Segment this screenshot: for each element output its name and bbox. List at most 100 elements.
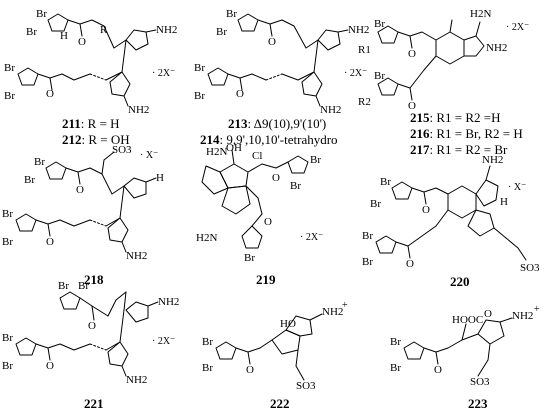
atom-label: Br <box>310 154 321 166</box>
compound-number: 215 <box>410 110 430 125</box>
imidazole-ring <box>467 209 495 237</box>
atom-label: O <box>408 48 416 60</box>
atom-label: H <box>60 30 68 42</box>
atom-label: Br <box>34 156 45 168</box>
charge-223: + <box>534 304 540 315</box>
atom-label: Br <box>390 336 401 348</box>
atom-label: H2N <box>470 8 492 20</box>
caption-text: : R = OH <box>81 132 130 147</box>
atom-label: Br <box>202 362 213 374</box>
atom-label: O <box>272 172 280 184</box>
atom-label: Br <box>370 198 381 210</box>
compound-number: 211 <box>62 116 81 131</box>
atom-label: NH2 <box>126 374 148 386</box>
atom-label: Br <box>2 360 13 372</box>
imidazole-ring <box>475 179 499 207</box>
caption-218: 218 <box>84 272 104 287</box>
caption-text: : 9,9',10,10'-tetrahydro <box>219 132 338 147</box>
compound-number: 220 <box>450 274 470 289</box>
atom-label: NH2 <box>156 24 178 36</box>
imidazole-ring <box>125 29 149 51</box>
atom-label: NH2 <box>512 310 534 322</box>
pyrrole-ring <box>241 225 263 249</box>
atom-label: SO3 <box>520 262 540 274</box>
atom-label: O <box>264 216 272 228</box>
structure-218 <box>15 151 157 253</box>
atom-label: O <box>46 360 54 372</box>
caption-222: 222 <box>270 396 290 411</box>
atom-label: Br <box>202 336 213 348</box>
atom-label: R <box>100 24 108 36</box>
imidazole-ring <box>317 29 341 51</box>
caption-text: : R1 = Br, R2 = H <box>429 126 523 141</box>
counterion-213: · 2X⁻ <box>344 68 368 79</box>
atom-label: R1 <box>358 44 371 56</box>
atom-label: H <box>500 196 508 208</box>
cyclohexane-ring <box>447 185 477 219</box>
compound-number: 214 <box>200 132 220 147</box>
atom-label: Br <box>26 26 37 38</box>
caption-213: 213: Δ9(10),9'(10') <box>228 116 326 131</box>
pyrrole-ring <box>215 341 237 360</box>
counterion-221: · 2X⁻ <box>152 336 176 347</box>
pyrrole-ring <box>403 341 425 360</box>
atom-label: NH2 <box>320 104 342 116</box>
counterion-220: · X⁻ <box>508 182 527 193</box>
atom-label: NH2 <box>322 306 344 318</box>
cyclopentane-ring <box>219 163 249 189</box>
counterion-219: · 2X⁻ <box>300 232 324 243</box>
atom-label: Br <box>216 26 227 38</box>
compound-number: 217 <box>410 142 430 157</box>
structure-220 <box>375 165 527 261</box>
caption-212: 212: R = OH <box>62 132 130 147</box>
compound-number: 213 <box>228 116 248 131</box>
pyrrolidine-ring <box>271 329 301 355</box>
pyrrole-ring <box>45 161 67 180</box>
charge-222: + <box>342 300 348 311</box>
structure-215 <box>377 19 485 101</box>
pyrrole-ring <box>47 13 69 32</box>
pyrrole-ring <box>377 77 399 96</box>
compound-number: 221 <box>84 396 104 411</box>
atom-label: Br <box>2 332 13 344</box>
atom-label: NH2 <box>128 104 150 116</box>
pyrrole-ring <box>59 291 81 310</box>
pyrrole-ring <box>391 181 413 200</box>
compound-number: 222 <box>270 396 290 411</box>
atom-label: O <box>78 36 86 48</box>
atom-label: O <box>46 88 54 100</box>
atom-label: HOOC <box>452 314 484 326</box>
structure-222 <box>215 313 323 381</box>
atom-label: Br <box>194 62 205 74</box>
caption-214: 214: 9,9',10,10'-tetrahydro <box>200 132 338 147</box>
pyrrole-ring <box>15 213 37 232</box>
pyrrole-ring <box>207 67 229 86</box>
counterion-211: · 2X⁻ <box>152 68 176 79</box>
atom-label: Br <box>290 180 301 192</box>
compound-number: 212 <box>62 132 82 147</box>
atom-label: Br <box>244 252 255 264</box>
pyrrole-ring <box>377 25 399 44</box>
imidazole-ring <box>221 185 251 215</box>
atom-label: Br <box>2 208 13 220</box>
atom-label: O <box>268 36 276 48</box>
atom-label: O <box>88 320 96 332</box>
imidazole-ring <box>123 177 147 199</box>
atom-label: NH2 <box>348 24 370 36</box>
pyrrole-ring <box>287 155 309 174</box>
cyclohexane-ring <box>435 31 465 65</box>
caption-text: : R = H <box>80 116 120 131</box>
atom-label: Br <box>4 62 15 74</box>
counterion-218: · X⁻ <box>140 150 159 161</box>
atom-label: Br <box>380 176 391 188</box>
atom-label: O <box>246 364 254 376</box>
atom-label: O <box>434 364 442 376</box>
atom-label: Br <box>390 362 401 374</box>
atom-label: R2 <box>358 96 371 108</box>
imidazole-ring <box>301 71 323 97</box>
atom-label: SO3 <box>296 380 316 392</box>
compound-number: 216 <box>410 126 430 141</box>
imidazole-ring <box>463 35 485 57</box>
